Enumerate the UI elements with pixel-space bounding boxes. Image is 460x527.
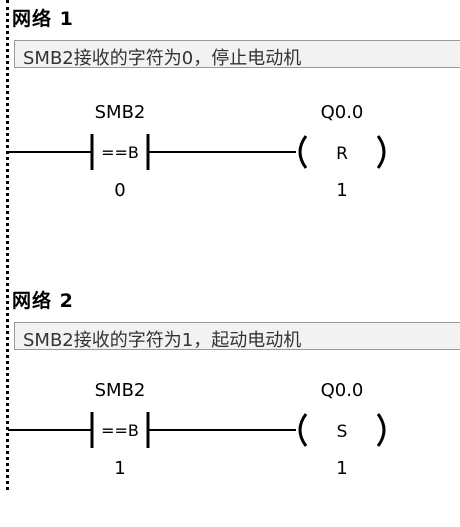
network-1: 网络 1 SMB2接收的字符为0，停止电动机 SMB2 ==B 0 Q0.0 R… — [0, 0, 460, 245]
contact-address: SMB2 — [95, 380, 146, 401]
contact-operator: ==B — [101, 421, 139, 440]
coil-type: R — [336, 144, 348, 164]
coil-type: S — [337, 422, 348, 442]
network-title: 网络 1 — [12, 8, 74, 30]
coil-value: 1 — [336, 180, 347, 201]
left-power-rail — [6, 0, 9, 490]
coil-left-paren — [298, 413, 308, 447]
contact-address: SMB2 — [95, 102, 146, 123]
contact-value: 0 — [114, 180, 125, 201]
ladder-rung: SMB2 ==B 0 Q0.0 R 1 — [8, 102, 386, 201]
coil-right-paren — [376, 413, 386, 447]
network-comment-text: SMB2接收的字符为1，起动电动机 — [23, 330, 302, 351]
network-comment-text: SMB2接收的字符为0，停止电动机 — [23, 48, 302, 69]
coil-address: Q0.0 — [321, 102, 364, 123]
contact-value: 1 — [114, 458, 125, 479]
network-comment[interactable]: SMB2接收的字符为1，起动电动机 — [14, 322, 460, 351]
coil-right-paren — [376, 135, 386, 169]
ladder-rung: SMB2 ==B 1 Q0.0 S 1 — [8, 380, 386, 479]
coil-address: Q0.0 — [321, 380, 364, 401]
contact-operator: ==B — [101, 143, 139, 162]
coil-left-paren — [298, 135, 308, 169]
coil-value: 1 — [336, 458, 347, 479]
network-2: 网络 2 SMB2接收的字符为1，起动电动机 SMB2 ==B 1 Q0.0 S… — [0, 282, 460, 527]
network-title: 网络 2 — [12, 290, 74, 312]
network-comment[interactable]: SMB2接收的字符为0，停止电动机 — [14, 40, 460, 69]
